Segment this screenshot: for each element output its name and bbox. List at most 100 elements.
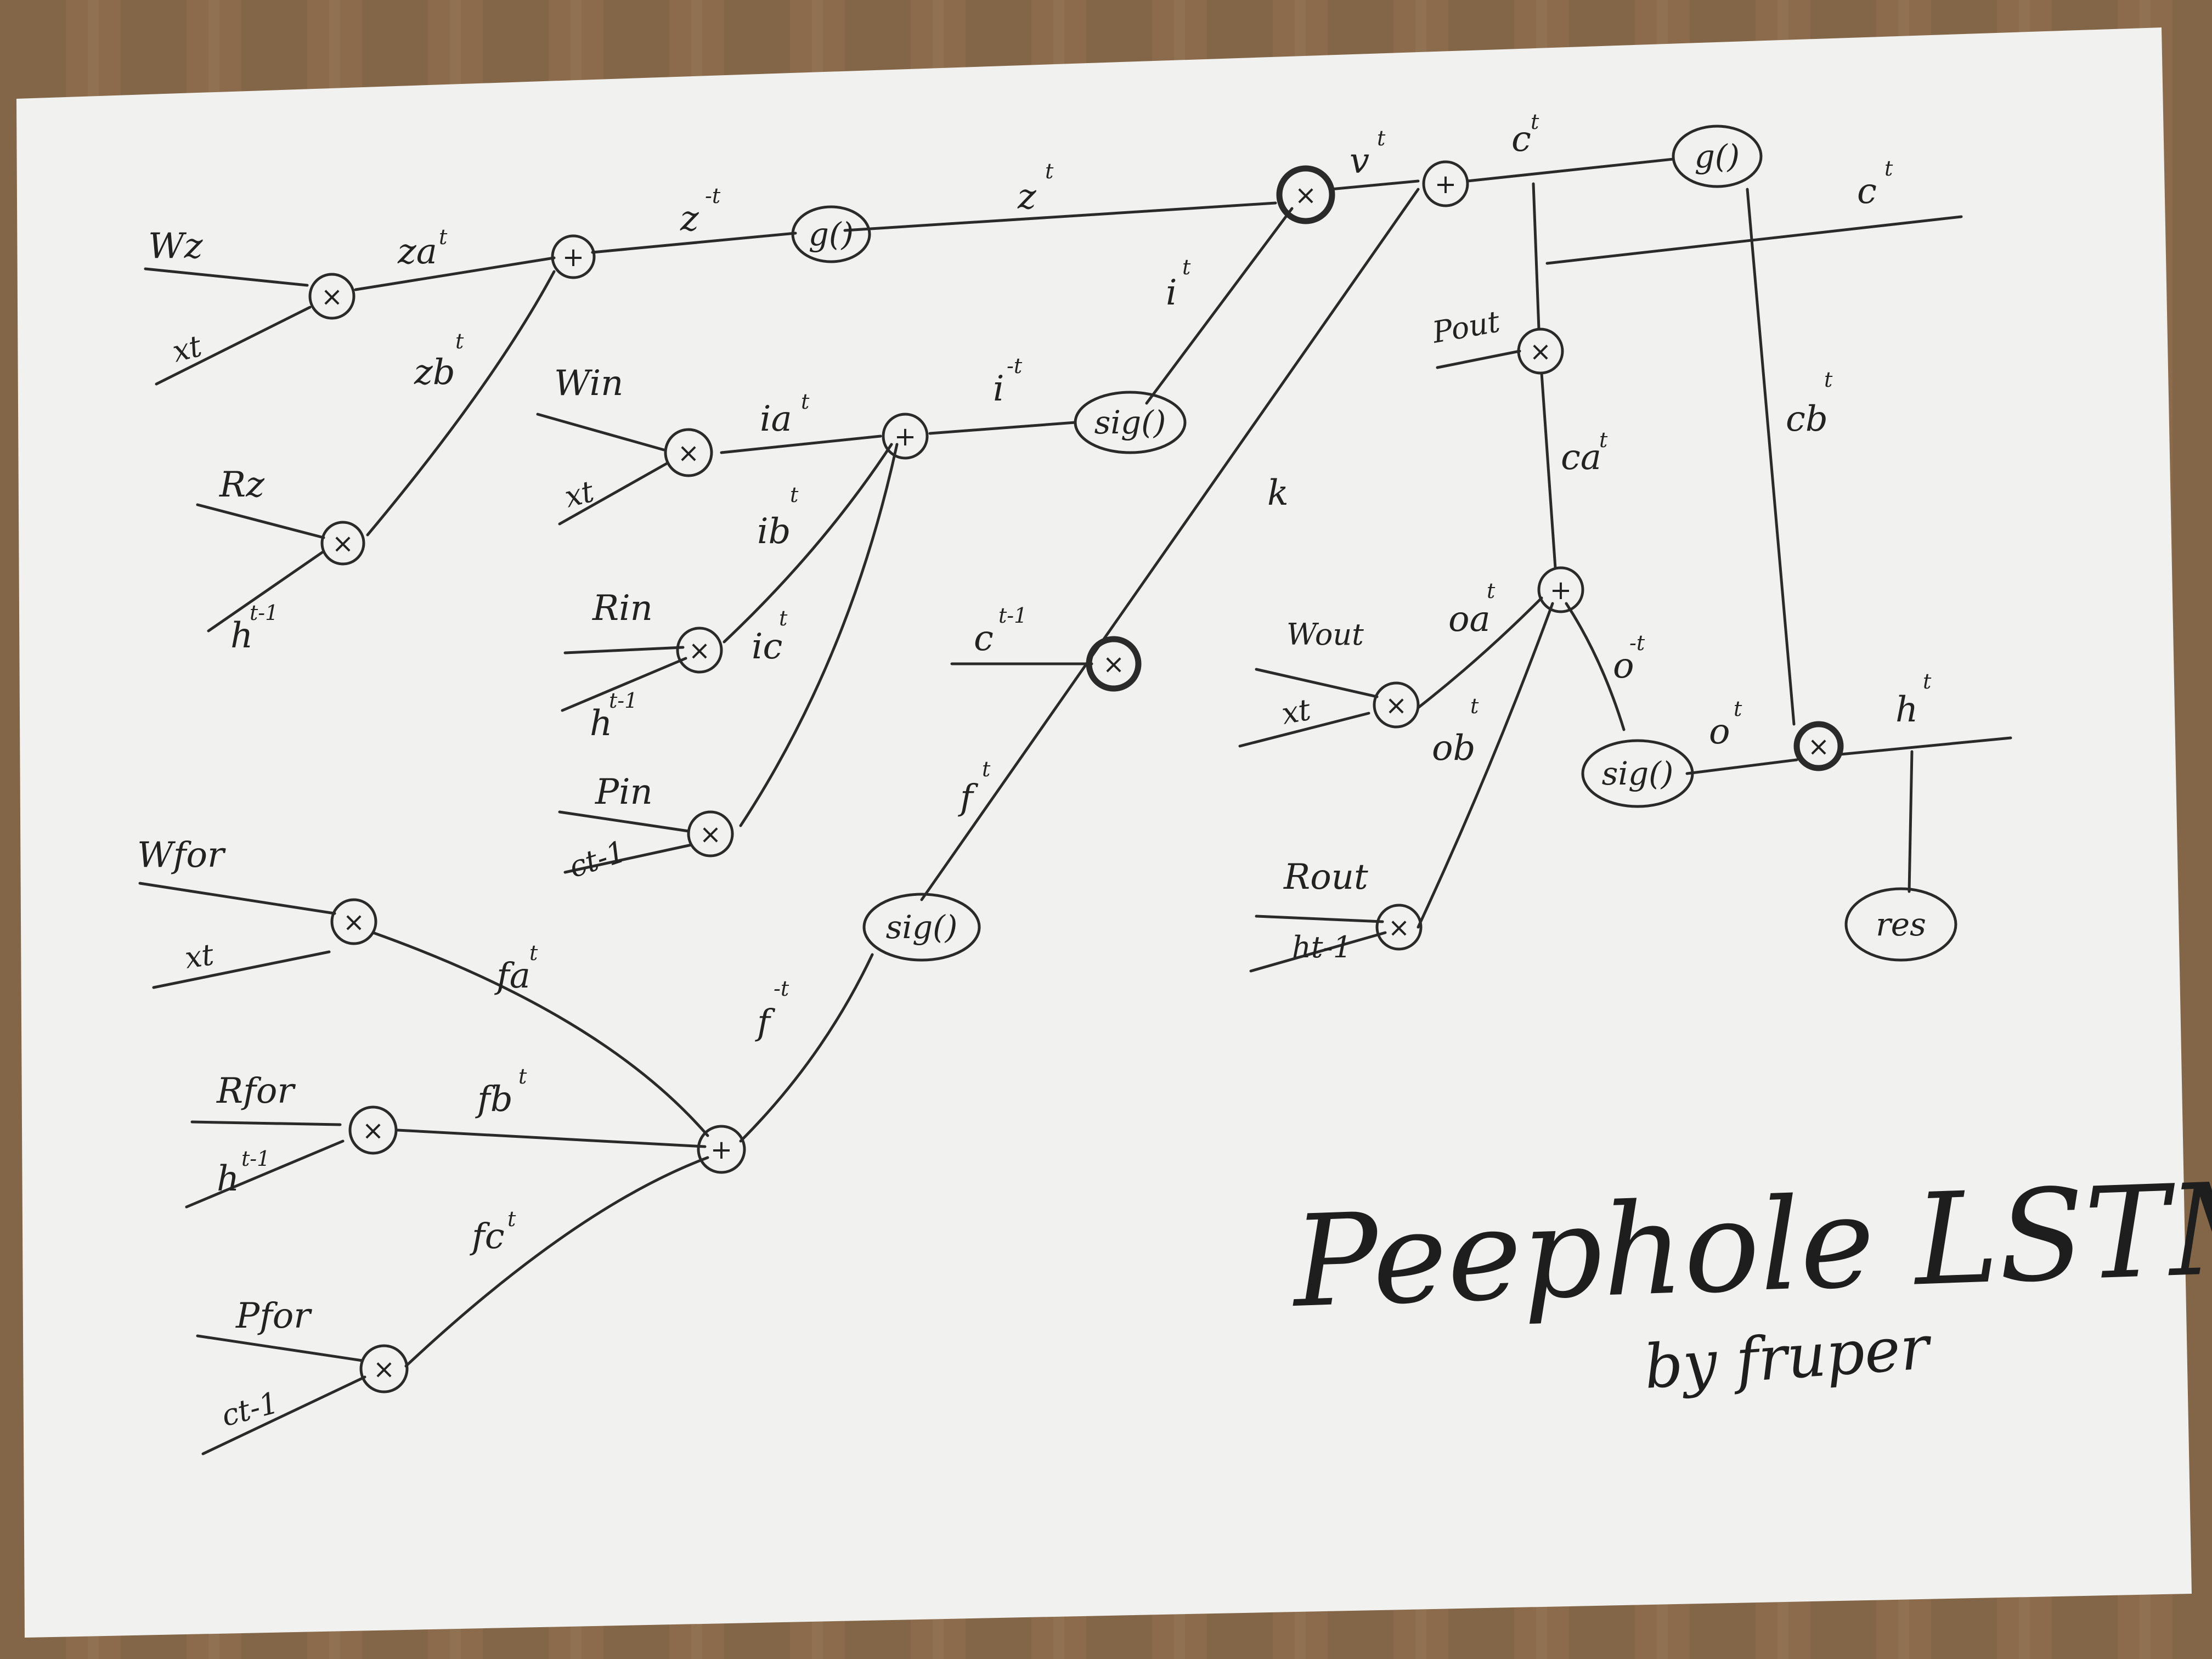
svg-text:×: × <box>1530 336 1551 367</box>
svg-text:×: × <box>332 528 354 559</box>
svg-text:t: t <box>1182 255 1191 279</box>
svg-text:zb: zb <box>414 352 455 393</box>
svg-text:×: × <box>699 819 721 850</box>
multiply-node-oa: × <box>1373 681 1420 729</box>
label-ht1-z: ht-1 <box>230 601 278 656</box>
svg-text:t: t <box>1884 156 1893 180</box>
svg-text:ia: ia <box>760 399 792 439</box>
paper-sheet <box>16 27 2192 1638</box>
svg-text:za: za <box>397 232 437 272</box>
svg-text:t: t <box>1470 694 1479 718</box>
sig-function-node-o: sig() <box>1581 739 1694 808</box>
svg-text:i: i <box>993 369 1004 409</box>
svg-text:h: h <box>590 703 612 744</box>
label-ob: ob t <box>1432 694 1479 769</box>
svg-text:c: c <box>974 618 994 659</box>
diagram-title: Peephole LSTM <box>1289 1154 2212 1336</box>
label-Rout: Rout <box>1283 857 1368 898</box>
svg-text:i: i <box>1166 273 1177 313</box>
label-zbar: z-t <box>680 184 721 239</box>
label-cb: cbt <box>1786 368 1833 439</box>
svg-text:c: c <box>1511 119 1531 160</box>
svg-text:res: res <box>1876 906 1926 943</box>
multiply-node-fc: × <box>359 1344 409 1393</box>
svg-text:t: t <box>529 941 538 965</box>
svg-text:ob: ob <box>1432 728 1476 769</box>
svg-text:-t: -t <box>774 977 789 1001</box>
add-node-fbar: + <box>697 1125 746 1174</box>
label-ht1-in: ht-1 <box>590 689 637 744</box>
add-node-ibar: + <box>882 413 929 460</box>
multiply-node-ca: × <box>1517 328 1564 375</box>
svg-text:-t: -t <box>1007 354 1023 378</box>
label-ib: ib t <box>757 483 799 552</box>
svg-text:+: + <box>1550 575 1572 606</box>
svg-text:t: t <box>1923 669 1932 693</box>
multiply-node-za: × <box>308 273 356 320</box>
svg-text:×: × <box>321 281 343 312</box>
svg-text:v: v <box>1350 141 1369 182</box>
svg-text:×: × <box>1295 180 1317 211</box>
svg-text:o: o <box>1613 646 1634 686</box>
label-ht1-out: ht-1 <box>1292 930 1352 964</box>
svg-text:h: h <box>1895 690 1918 730</box>
svg-text:t: t <box>1599 428 1608 452</box>
svg-text:t: t <box>518 1064 527 1088</box>
multiply-node-v: × <box>1276 165 1335 224</box>
svg-text:sig(): sig() <box>886 909 958 946</box>
svg-text:t: t <box>1377 126 1386 150</box>
svg-text:t: t <box>790 483 799 507</box>
multiply-node-k: × <box>1086 636 1142 692</box>
svg-text:fa: fa <box>494 956 531 996</box>
label-ic: ict <box>752 606 788 667</box>
label-h: ht <box>1895 669 1932 730</box>
svg-text:-t: -t <box>1629 631 1645 655</box>
sig-function-node-f: sig() <box>862 893 981 962</box>
svg-text:×: × <box>689 635 710 666</box>
svg-text:t: t <box>1045 159 1054 183</box>
g-function-node-z: g() <box>791 205 871 263</box>
svg-text:t: t <box>801 390 810 414</box>
svg-text:+: + <box>710 1135 732 1165</box>
svg-text:g(): g() <box>809 216 854 253</box>
res-node: res <box>1844 887 1957 962</box>
svg-text:t: t <box>439 225 448 249</box>
label-oa: oat <box>1448 579 1496 640</box>
multiply-node-ib: × <box>676 627 723 674</box>
svg-text:+: + <box>894 421 916 452</box>
label-ca: cat <box>1561 428 1608 478</box>
svg-text:h: h <box>217 1159 239 1199</box>
svg-text:t-1: t-1 <box>241 1147 270 1171</box>
svg-text:fc: fc <box>470 1216 505 1257</box>
label-k: k <box>1267 473 1289 514</box>
svg-text:z: z <box>680 199 699 239</box>
svg-text:t: t <box>1531 110 1539 134</box>
label-xt-for: xt <box>183 937 216 975</box>
multiply-node-ob: × <box>1375 904 1423 951</box>
add-node-zbar: + <box>551 234 596 279</box>
svg-text:sig(): sig() <box>1602 755 1674 792</box>
svg-text:ib: ib <box>757 511 791 552</box>
svg-text:×: × <box>343 907 365 938</box>
svg-text:t-1: t-1 <box>998 603 1027 628</box>
label-ibar: i-t <box>993 354 1023 409</box>
svg-text:t: t <box>982 757 991 781</box>
svg-text:×: × <box>1388 912 1410 943</box>
svg-text:t: t <box>507 1207 516 1231</box>
label-fb: fbt <box>475 1064 527 1120</box>
svg-text:×: × <box>1808 731 1830 762</box>
svg-text:h: h <box>230 616 253 656</box>
svg-text:t: t <box>1734 697 1742 721</box>
sig-function-node-i: sig() <box>1074 391 1187 454</box>
label-Wz: Wz <box>148 226 204 267</box>
multiply-node-ic: × <box>687 810 734 857</box>
svg-text:t: t <box>779 606 788 630</box>
label-zb: zbt <box>414 329 464 393</box>
svg-text:+: + <box>562 242 584 273</box>
